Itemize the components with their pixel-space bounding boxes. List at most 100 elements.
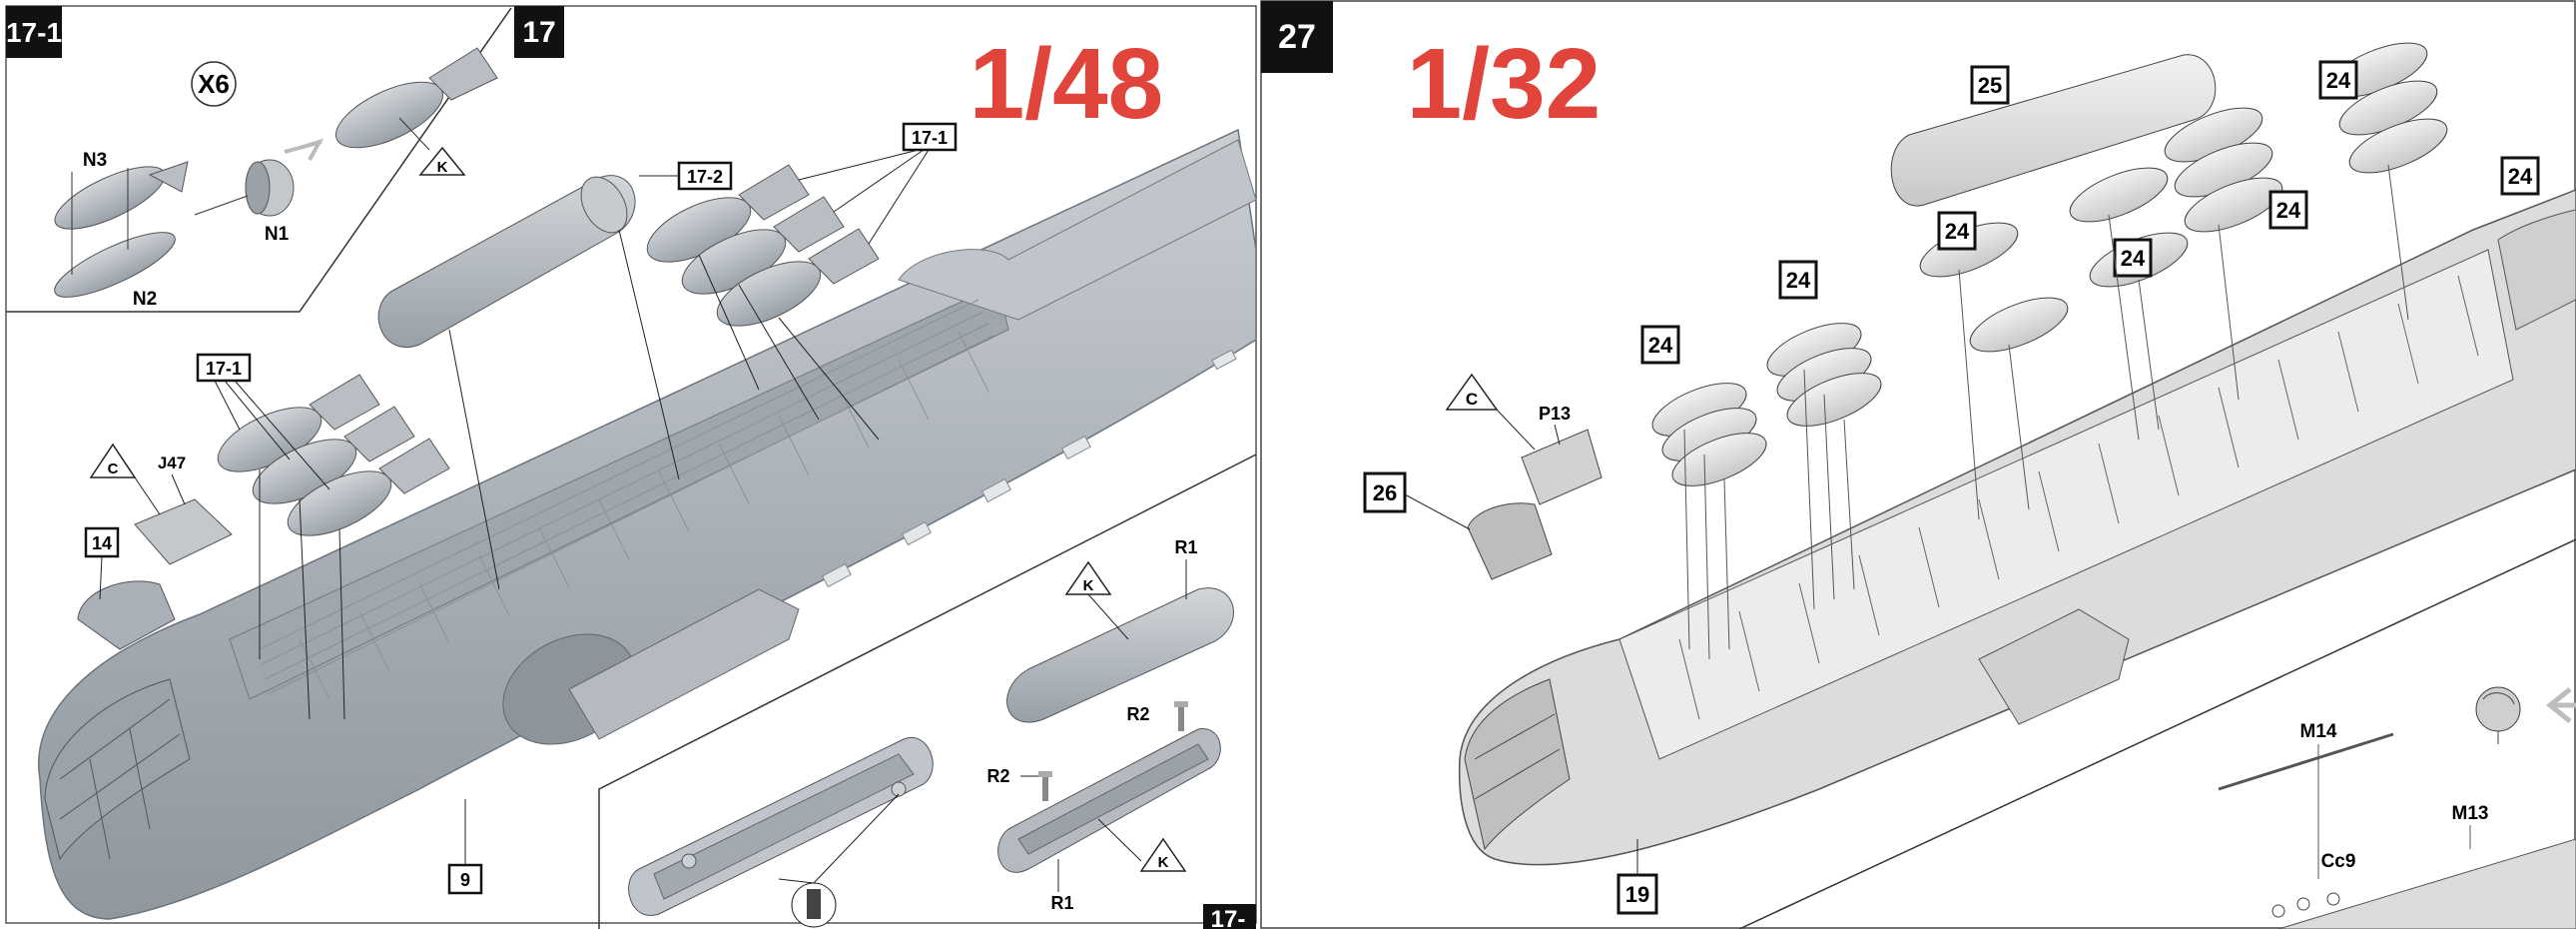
callout-box-24-b xyxy=(2500,156,2540,196)
leader-c xyxy=(134,476,161,515)
leader-14 xyxy=(99,555,103,600)
callout-24-e: 24 xyxy=(2121,246,2146,271)
fuel-tank-25 xyxy=(1890,54,2217,207)
part-label-n2: N2 xyxy=(133,289,157,310)
arrow-shaft xyxy=(284,140,322,154)
callout-box-17-1-left xyxy=(196,353,252,383)
bomb-stack-b xyxy=(1766,323,1882,427)
m14-rod xyxy=(2218,732,2394,791)
callout-26: 26 xyxy=(1373,480,1397,505)
part-label-n3: N3 xyxy=(83,150,107,171)
leader-tank-b xyxy=(618,229,680,480)
step-main-label: 17 xyxy=(522,16,555,49)
triangle-c-icon xyxy=(89,443,137,478)
right-instruction-page: 27 1/32 25 xyxy=(1260,0,2576,929)
screws xyxy=(1038,701,1188,801)
canopy-26 xyxy=(1467,502,1553,580)
right-page-drawing: 27 1/32 25 xyxy=(1260,0,2576,929)
inset-bomb-assembled xyxy=(334,47,498,149)
leader-p13 xyxy=(1554,424,1561,446)
callout-24-group: 24 24 24 24 24 24 24 xyxy=(1640,60,2540,365)
callout-24-c: 24 xyxy=(2276,198,2301,223)
step-box-inset xyxy=(6,6,62,58)
bay-rack-right xyxy=(1978,608,2130,725)
canopy-part-j47 xyxy=(134,498,233,565)
bomb-group-left xyxy=(217,374,450,536)
part-label-j47: J47 xyxy=(158,454,186,472)
bomb-stack-c xyxy=(2164,107,2283,233)
step-box-27 xyxy=(1261,1,1333,73)
callout-24-f: 24 xyxy=(1786,268,1811,293)
step-box-bottom xyxy=(1203,904,1256,929)
inset-divider xyxy=(6,7,512,313)
callout-box-26 xyxy=(1363,471,1407,513)
leader-screw-b xyxy=(813,793,900,884)
part-label-m14: M14 xyxy=(2300,721,2337,742)
leader-tank-a xyxy=(448,329,500,590)
leader-n1 xyxy=(194,195,249,216)
sub-tray-right xyxy=(997,728,1221,873)
step-box-main xyxy=(514,6,564,58)
callout-box-24-a xyxy=(2318,60,2358,100)
callout-box-24-f xyxy=(1778,260,1818,300)
triangle-k-label: K xyxy=(437,159,448,176)
bomb-stack-a xyxy=(1651,383,1767,486)
fuselage-windows xyxy=(822,349,1237,588)
part-label-m13: M13 xyxy=(2452,803,2489,824)
callout-24-b: 24 xyxy=(2508,164,2533,189)
callout-19: 19 xyxy=(1625,882,1649,907)
page-frame xyxy=(5,5,1257,924)
leader-j47 xyxy=(171,473,186,505)
callout-box-24-g xyxy=(1640,325,1680,365)
multiplier-label: X6 xyxy=(198,69,230,99)
callout-14: 14 xyxy=(92,533,112,553)
sub-divider-right xyxy=(1738,538,2576,929)
fuselage-right xyxy=(1458,189,2576,866)
leaders-17-1-top xyxy=(698,149,930,441)
part-label-cc9: Cc9 xyxy=(2321,851,2356,872)
nose-glazing xyxy=(44,678,191,861)
screw-icon-bottom xyxy=(791,882,837,928)
triangle-k-top-label: K xyxy=(1083,577,1094,594)
canopy-part-14 xyxy=(77,580,176,650)
left-page-drawing: 17-1 17 17- 1/48 X6 N3 N1 N2 K xyxy=(5,5,1257,929)
multiplier-circle xyxy=(191,61,237,107)
callout-25: 25 xyxy=(1978,73,2002,98)
inset-bomb-half-n3 xyxy=(54,161,189,230)
step-inset-label: 17-1 xyxy=(6,17,62,48)
callout-17-1-top: 17-1 xyxy=(912,128,948,148)
canopy-p13 xyxy=(1521,429,1603,505)
callout-24-d: 24 xyxy=(1945,219,1970,244)
leaders-17-1-left xyxy=(214,380,345,720)
sub-tray-left xyxy=(628,736,934,916)
drop-leaders-right xyxy=(1683,164,2409,660)
scale-label-right: 1/32 xyxy=(1407,28,1602,140)
callout-9: 9 xyxy=(460,870,470,890)
part-label-r1-top: R1 xyxy=(1174,537,1197,557)
triangle-c-right-label: C xyxy=(1466,390,1478,409)
part-label-r2-left: R2 xyxy=(986,766,1009,786)
callout-24-g: 24 xyxy=(1648,333,1673,358)
callout-17-1-left: 17-1 xyxy=(206,359,242,379)
bomb-stack-d xyxy=(2328,42,2448,174)
leader-k xyxy=(398,117,430,151)
bomb-group-top xyxy=(646,164,880,327)
leader-k-top xyxy=(1087,593,1129,640)
triangle-k-bottom-icon xyxy=(1139,837,1187,872)
inset-fin-ring-n1 xyxy=(245,159,295,217)
callout-box-14 xyxy=(84,526,120,558)
sub-parts-right xyxy=(2271,892,2340,918)
part-label-r2-right: R2 xyxy=(1126,704,1149,724)
triangle-k-icon xyxy=(418,146,466,176)
part-label-r1-bottom: R1 xyxy=(1050,893,1073,913)
sub-tank-r1 xyxy=(1006,587,1234,723)
bomb-single-c xyxy=(2069,167,2169,223)
callout-17-2: 17-2 xyxy=(687,167,723,187)
callout-24-a: 24 xyxy=(2326,68,2351,93)
step-27-label: 27 xyxy=(1278,18,1316,56)
triangle-c-label: C xyxy=(108,461,119,477)
leader-screw xyxy=(778,878,815,884)
nose-right xyxy=(1464,678,1571,851)
bomb-racks-right xyxy=(1678,275,2479,720)
leader-26 xyxy=(1404,493,1471,530)
